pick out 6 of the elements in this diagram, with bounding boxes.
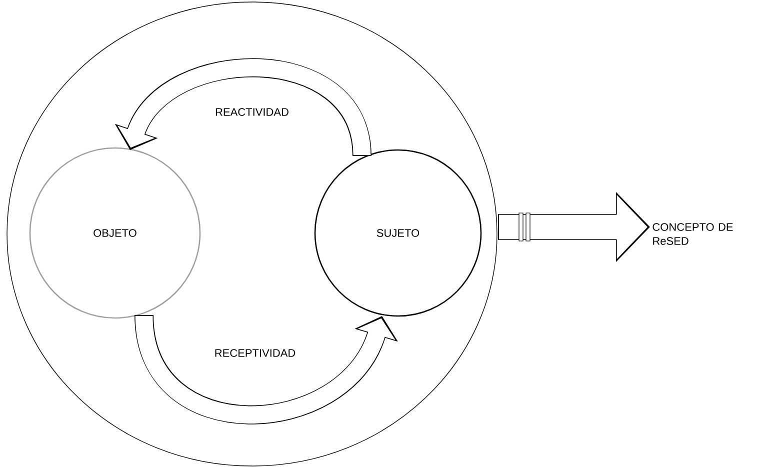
circle-node: SUJETO (314, 149, 482, 317)
outer-circle (6, 2, 498, 466)
edge-label: RECEPTIVIDAD (215, 349, 296, 357)
circle-node: OBJETO (29, 147, 201, 319)
concept-text: CONCEPTO DE ReSED (652, 223, 733, 245)
edge-label: REACTIVIDAD (216, 108, 288, 116)
